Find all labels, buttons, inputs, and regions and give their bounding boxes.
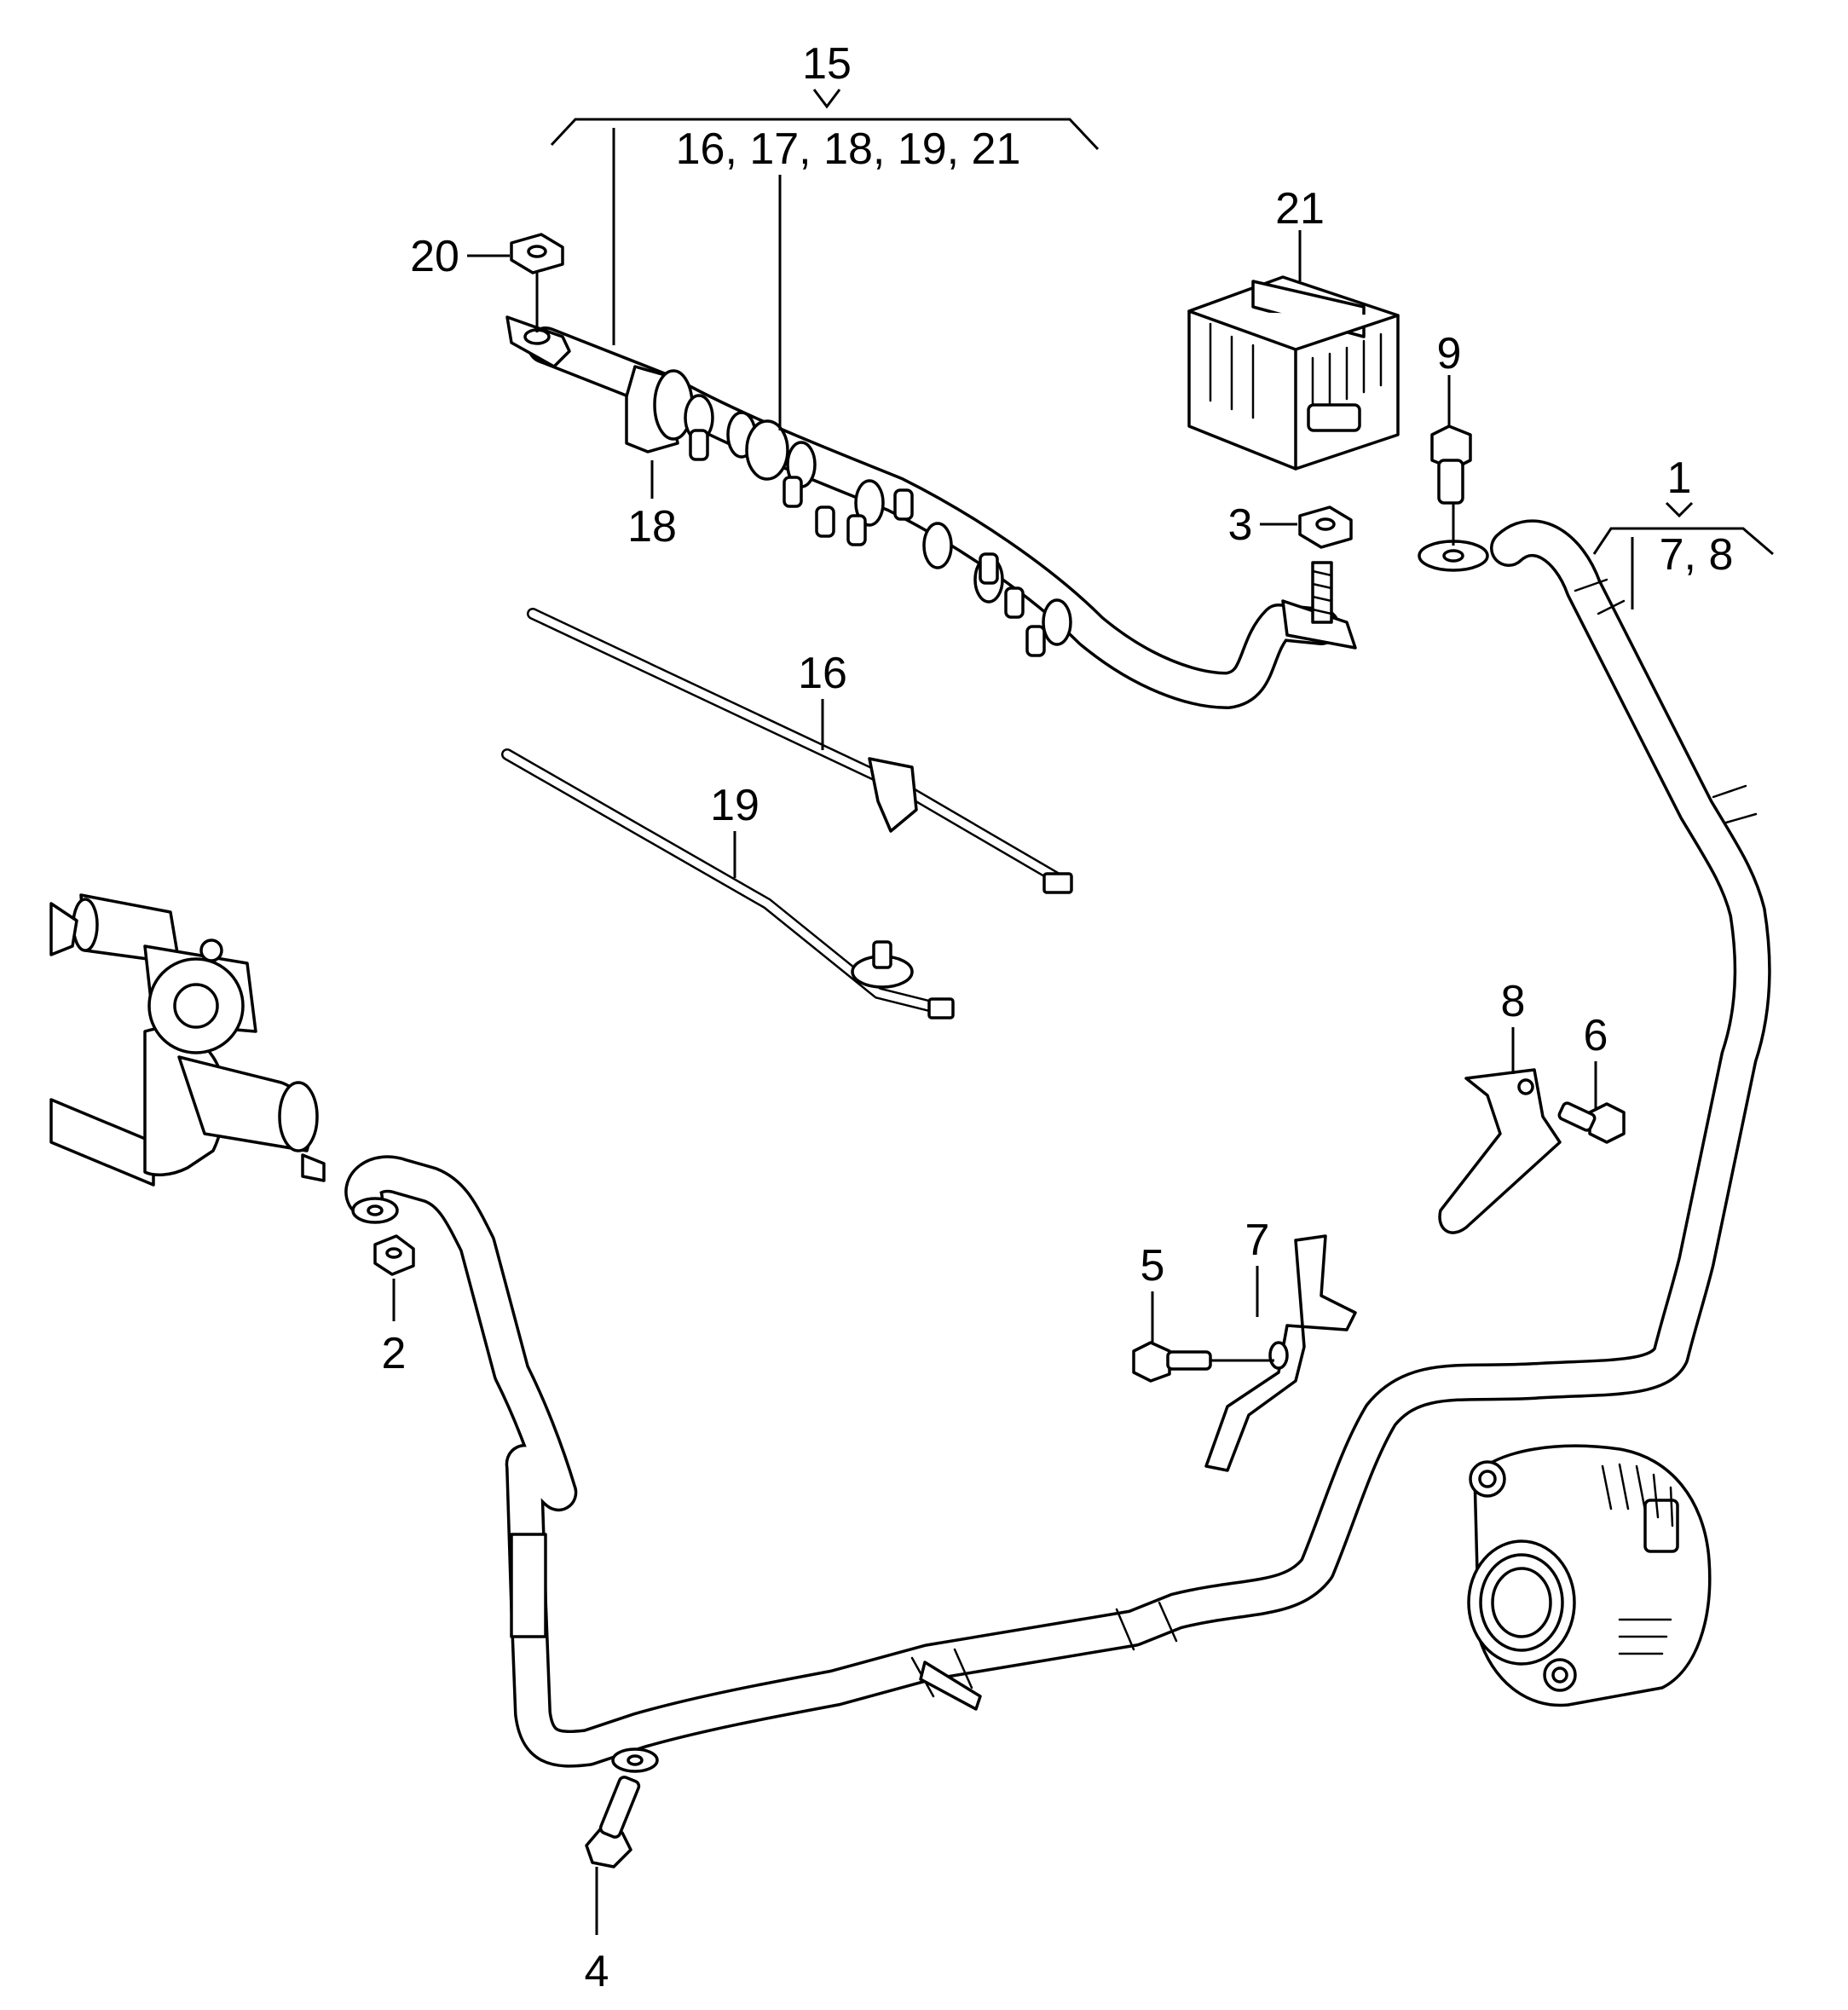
bolt-part-6 xyxy=(1557,1101,1626,1144)
nut-part-3 xyxy=(1298,505,1353,549)
bracket-part-8 xyxy=(1438,1068,1562,1234)
callout-21: 21 xyxy=(1275,184,1325,234)
relay-part-21 xyxy=(1187,275,1400,471)
callout-1: 1 xyxy=(1667,453,1692,503)
cable-tie-part-19 xyxy=(501,748,955,1019)
callout-15-parts: 16, 17, 18, 19, 21 xyxy=(676,124,1021,174)
callout-3: 3 xyxy=(1228,500,1253,550)
callout-19: 19 xyxy=(710,781,759,830)
callout-2: 2 xyxy=(382,1329,407,1378)
callout-6: 6 xyxy=(1584,1011,1608,1060)
callout-18: 18 xyxy=(627,502,677,552)
callout-16: 16 xyxy=(798,649,847,698)
main-battery-cable xyxy=(344,519,1771,1773)
callout-5: 5 xyxy=(1141,1241,1165,1291)
nut-part-2 xyxy=(373,1234,415,1276)
wiring-harness xyxy=(505,315,1357,709)
bolt-part-5 xyxy=(1132,1341,1212,1383)
starter-motor xyxy=(49,893,326,1187)
alternator xyxy=(1467,1444,1712,1707)
nut-part-20 xyxy=(510,233,564,274)
bracket-part-7 xyxy=(1204,1234,1357,1472)
callout-9: 9 xyxy=(1437,329,1462,378)
bolt-part-9 xyxy=(1430,425,1472,505)
callout-15: 15 xyxy=(802,39,852,89)
callout-4: 4 xyxy=(585,1947,609,1996)
leader-lines xyxy=(392,89,1774,1935)
callout-1-parts: 7, 8 xyxy=(1660,530,1734,580)
callout-7: 7 xyxy=(1245,1216,1270,1265)
bolt-part-4 xyxy=(585,1776,641,1868)
callout-8: 8 xyxy=(1501,977,1526,1026)
callout-20: 20 xyxy=(410,232,459,281)
cable-tie-part-16 xyxy=(527,608,1073,894)
